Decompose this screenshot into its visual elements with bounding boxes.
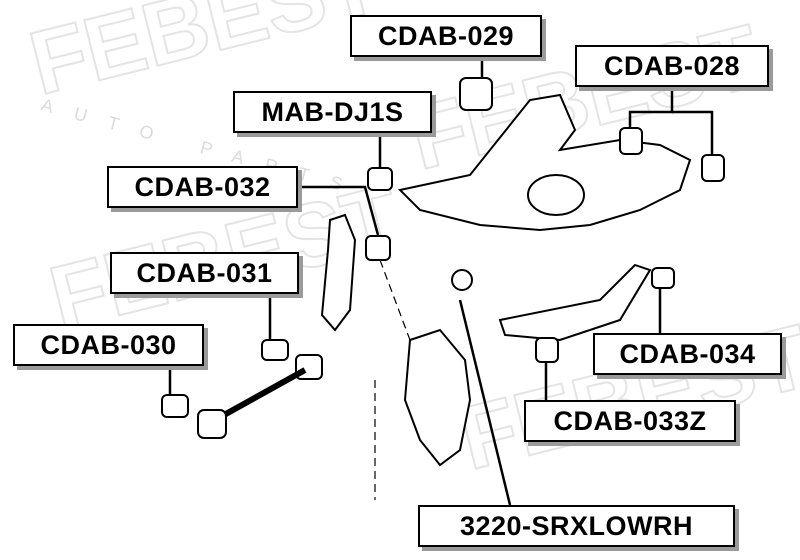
- lower-arm: [498, 263, 652, 342]
- toe-link: [320, 213, 357, 332]
- leader-lines: [168, 57, 714, 506]
- label-cdab-034: CDAB-034: [593, 333, 782, 375]
- label-cdab-030: CDAB-030: [13, 324, 204, 366]
- bushing-cdab-029: [459, 77, 493, 111]
- ball-joint: [451, 269, 473, 291]
- bushing-cdab-028-right: [701, 154, 725, 182]
- upper-control-arm: [397, 93, 692, 232]
- label-cdab-029: CDAB-029: [350, 15, 542, 57]
- label-cdab-031: CDAB-031: [110, 252, 299, 294]
- label-3220-srxlowrh: 3220-SRXLOWRH: [418, 505, 735, 547]
- arm-bushing-mount: [527, 174, 585, 216]
- rod-end: [197, 409, 227, 439]
- bushing-cdab-030: [161, 394, 189, 418]
- label-cdab-032: CDAB-032: [107, 166, 298, 208]
- bushing-cdab-032: [365, 235, 391, 261]
- bushing-cdab-028-left: [619, 127, 643, 155]
- part-illustrations: [161, 77, 725, 467]
- bushing-cdab-031: [261, 339, 289, 361]
- label-cdab-033z: CDAB-033Z: [524, 400, 736, 442]
- bushing-cdab-034: [651, 267, 675, 289]
- label-cdab-028: CDAB-028: [575, 45, 769, 87]
- lateral-rod: [213, 367, 307, 423]
- knuckle: [403, 328, 472, 467]
- label-mab-dj1s: MAB-DJ1S: [233, 91, 432, 133]
- bushing-cdab-033z: [535, 337, 559, 363]
- bushing-mab-dj1s: [367, 167, 393, 191]
- axis-lines: [374, 259, 411, 500]
